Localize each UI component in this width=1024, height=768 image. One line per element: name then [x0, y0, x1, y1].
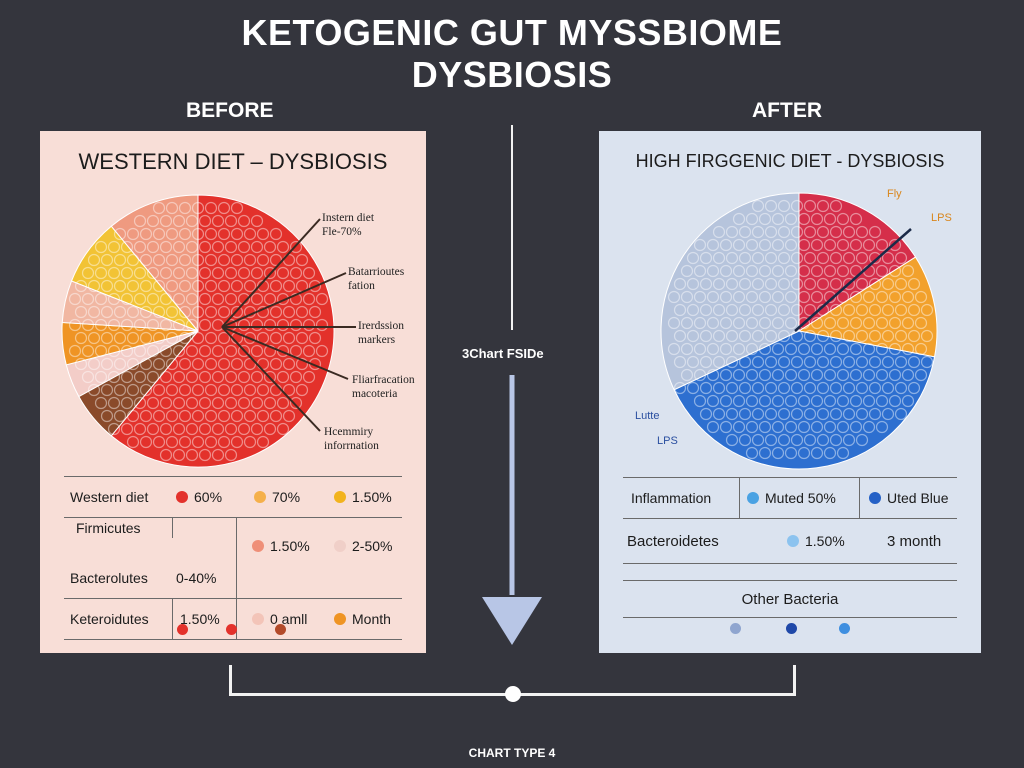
after-chart-title: HIGH FIRGGENIC DIET - DYSBIOSIS: [635, 151, 945, 171]
legend-dot-icon: [226, 624, 237, 635]
table-row: Other Bacteria: [623, 580, 957, 618]
connector-line: [793, 665, 796, 695]
table-cell: 1.50%: [180, 611, 220, 627]
after-pie-slice-2: [797, 256, 938, 358]
before-pie-slice-7: [110, 194, 199, 333]
after-slice-label-lps: LPS: [931, 212, 952, 224]
before-panel: WESTERN DIET – DYSBIOSIS Instern diet Fl…: [40, 131, 426, 653]
before-label: BEFORE: [186, 99, 274, 122]
table-row: Inflammation Muted 50% Uted Blue: [623, 477, 957, 518]
center-label: 3Chart FSIDe: [462, 346, 544, 361]
table-cell: 1.50%: [334, 477, 392, 517]
legend-dot-icon: [252, 540, 264, 552]
connector-line: [229, 665, 232, 695]
table-cell: Month: [334, 599, 391, 639]
table-cell: 60%: [176, 477, 222, 517]
after-extra-label-lps: LPS: [657, 435, 678, 447]
table-cell: 0 amll: [252, 599, 307, 639]
legend-dot-icon: [747, 492, 759, 504]
legend-dot-icon: [275, 624, 286, 635]
after-label: AFTER: [752, 99, 822, 122]
leader-line: [221, 272, 347, 328]
table-row: Bacterolutes 0-40%: [64, 558, 402, 598]
legend-dot-icon: [787, 535, 799, 547]
before-slice-label-7: Hcemmiry inforrnation: [324, 426, 379, 452]
connector-node: [505, 686, 521, 702]
before-slice-label-5: Irerdssion markers: [358, 320, 404, 346]
legend-dot-icon: [786, 623, 797, 634]
after-slice-label-fly: Fly: [887, 188, 902, 200]
row-label: Other Bacteria: [741, 590, 839, 608]
after-slice-label-lutte: Lutte: [635, 410, 660, 422]
before-table: Western diet 60% 70% 1.50% Firmicutes 1.…: [64, 476, 402, 640]
legend-dot-icon: [334, 491, 346, 503]
table-cell: Uted Blue: [869, 478, 948, 518]
table-cell: 70%: [254, 477, 300, 517]
legend-dot-icon: [334, 613, 346, 625]
title-line-1: KETOGENIC GUT MYSSBIOME: [241, 12, 783, 53]
before-chart-title: WESTERN DIET – DYSBIOSIS: [78, 149, 388, 174]
table-cell: 1.50%: [252, 526, 310, 566]
legend-dot-icon: [334, 540, 346, 552]
before-pie-texture: [68, 201, 329, 462]
row-label: Western diet: [70, 489, 149, 505]
before-slice-label-4: Batarrioutes fation: [348, 266, 405, 292]
after-panel: HIGH FIRGGENIC DIET - DYSBIOSIS Fly LPS …: [599, 131, 981, 653]
table-cell: 1.50%: [787, 519, 845, 563]
table-row: Western diet 60% 70% 1.50%: [64, 476, 402, 517]
table-cell: 0-40%: [176, 570, 217, 586]
leader-line: [221, 326, 349, 380]
center-arrow-icon: [482, 125, 542, 645]
legend-dot-icon: [839, 623, 850, 634]
legend-dot-icon: [869, 492, 881, 504]
row-label: Keteroidutes: [70, 611, 149, 627]
after-pie-slice-3: [673, 330, 936, 470]
after-pie-texture: [667, 199, 934, 460]
legend-dot-icon: [730, 623, 741, 634]
row-label: Firmicutes: [76, 520, 141, 536]
before-slice-label-3: Instern diet Fle-70%: [322, 212, 375, 238]
row-label: Bacterolutes: [70, 570, 148, 586]
after-pie-slice-4: [660, 192, 800, 391]
table-cell: Muted 50%: [747, 478, 836, 518]
before-slice-label-6: Fliarfracation macoteria: [352, 374, 415, 400]
legend-dot-icon: [177, 624, 188, 635]
legend-dot-icon: [252, 613, 264, 625]
before-pie-chart: [61, 194, 356, 468]
title-line-2: DYSBIOSIS: [411, 54, 613, 95]
row-label: Inflammation: [631, 490, 712, 506]
after-pie-chart: [660, 192, 938, 470]
row-label: Bacteroidetes: [627, 532, 719, 550]
before-pie-slice-1: [110, 194, 335, 468]
table-cell: 2-50%: [334, 526, 392, 566]
legend-dot-icon: [254, 491, 266, 503]
after-table: Inflammation Muted 50% Uted Blue Bactero…: [623, 477, 957, 618]
leader-line: [794, 228, 912, 332]
leader-line: [221, 326, 321, 432]
chart-type-label: CHART TYPE 4: [468, 746, 556, 760]
table-row: [623, 563, 957, 580]
table-row: Bacteroidetes 1.50% 3 month: [623, 518, 957, 563]
table-row: Keteroidutes 1.50% 0 amll Month: [64, 598, 402, 640]
leader-line: [221, 218, 321, 328]
after-pie-slice-1: [798, 192, 917, 332]
legend-dot-icon: [176, 491, 188, 503]
main-title: KETOGENIC GUT MYSSBIOME DYSBIOSIS: [0, 12, 1024, 96]
table-row: Firmicutes 1.50% 2-50%: [64, 517, 402, 558]
table-cell: 3 month: [887, 532, 942, 550]
